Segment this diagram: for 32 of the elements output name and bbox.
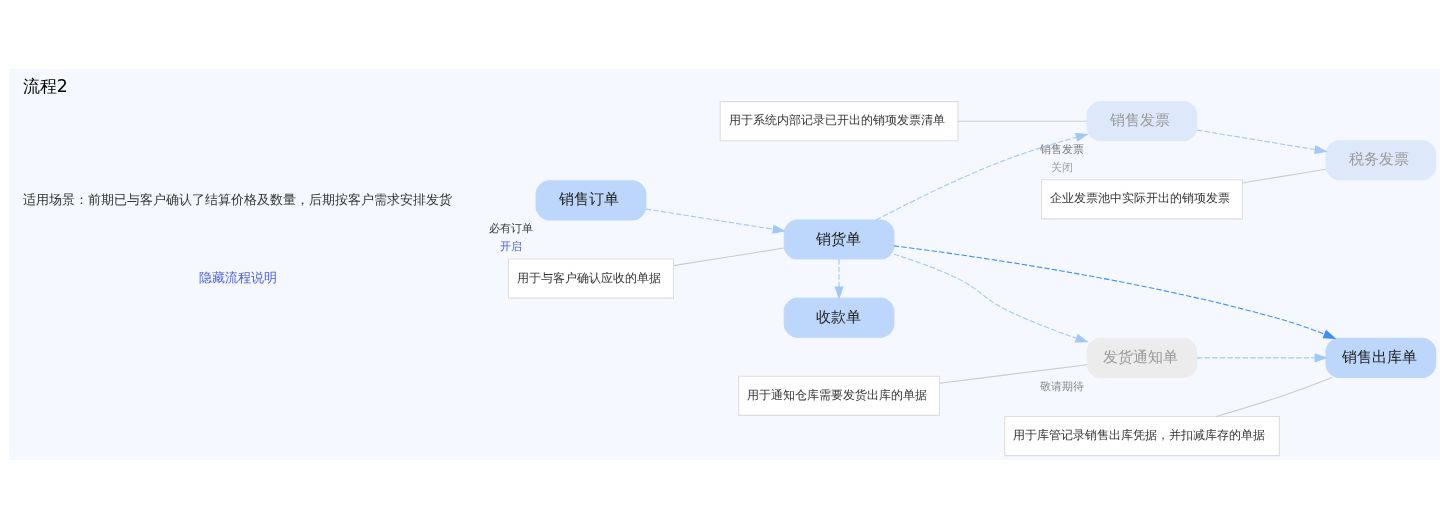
arrow — [1196, 129, 1328, 154]
node-box: 企业发票池中实际开出的销项发票 — [1040, 178, 1243, 219]
node-box: 用于通知仓库需要发货出库的单据 — [737, 375, 940, 416]
node-box: 销货单 — [783, 218, 894, 260]
connector — [957, 120, 1087, 122]
connector — [1214, 376, 1333, 417]
node-box: 销售订单 — [535, 179, 646, 221]
node-box: 发货通知单 — [1086, 337, 1197, 378]
node-box: 用于与客户确认应收的单据 — [507, 258, 674, 299]
arrow — [834, 258, 844, 299]
label: 适用场景：前期已与客户确认了结算价格及数量，后期按客户需求安排发货 — [22, 191, 452, 207]
node-box: 收款单 — [783, 297, 894, 338]
node-label: 必有订单 — [488, 221, 533, 235]
node-box: 销售发票 — [1086, 100, 1197, 141]
connector — [672, 247, 785, 266]
connector — [938, 363, 1087, 384]
connector — [1241, 168, 1326, 183]
node-box: 用于系统内部记录已开出的销项发票清单 — [719, 100, 958, 141]
diagram-title: 流程2 — [22, 75, 68, 96]
node-box: 税务发票 — [1324, 139, 1436, 180]
node-label: 销售发票 — [1039, 142, 1084, 156]
arrow — [644, 207, 786, 234]
label: 隐藏流程说明 — [198, 269, 277, 285]
arrow — [892, 244, 1336, 339]
node-label: 开启 — [499, 239, 522, 253]
node-label: 关闭 — [1050, 160, 1073, 174]
arrow — [1196, 352, 1328, 362]
node-box: 用于库管记录销售出库凭据，并扣减库存的单据 — [1003, 415, 1280, 456]
arrow — [875, 132, 1089, 220]
arrow — [893, 253, 1088, 342]
node-label: 敬请期待 — [1039, 379, 1084, 393]
node-box: 销售出库单 — [1324, 337, 1436, 378]
